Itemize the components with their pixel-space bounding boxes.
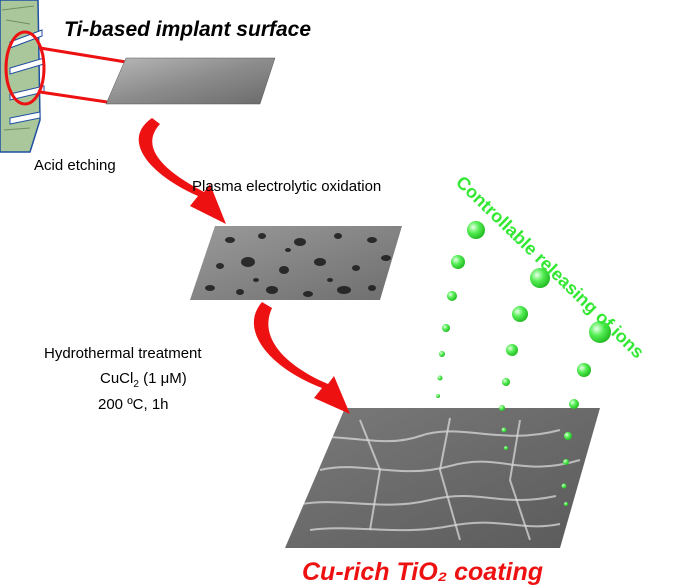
pore: [258, 233, 266, 239]
cu-rich-coating-sem: [285, 408, 600, 548]
ion-sphere: [501, 427, 507, 433]
coating-crack: [319, 459, 581, 473]
ion-sphere: [563, 459, 569, 465]
ion-sphere: [506, 344, 518, 356]
pore: [314, 258, 326, 266]
ion-sphere: [589, 321, 611, 343]
pore: [236, 289, 244, 295]
cucl2-concentration: (1 μM): [138, 370, 187, 387]
pore: [337, 286, 351, 294]
ion-sphere: [569, 399, 579, 409]
result-coating-label: Cu-rich TiO₂ coating: [302, 558, 544, 586]
pore: [334, 233, 342, 239]
ion-sphere: [439, 351, 445, 357]
pore: [225, 237, 235, 243]
cucl2-formula-base: CuCl: [100, 370, 134, 387]
porous-peo-surface-sem: [190, 226, 402, 300]
pore: [279, 266, 289, 274]
pore: [303, 291, 313, 297]
ion-sphere: [564, 502, 568, 506]
step-cucl2-label: CuCl2 (1 μM): [100, 370, 187, 390]
coating-crack: [295, 495, 557, 506]
ion-sphere: [564, 432, 572, 440]
coating-crack: [299, 429, 561, 443]
ion-sphere: [436, 394, 440, 398]
arrow-hydrothermal: [253, 302, 350, 414]
pore: [205, 285, 215, 291]
ion-sphere: [447, 291, 457, 301]
ion-sphere: [504, 446, 508, 450]
step-conditions-label: 200 ºC, 1h: [98, 396, 169, 413]
pore: [241, 257, 255, 267]
step-acid-etching-label: Acid etching: [34, 157, 116, 174]
pore: [368, 285, 376, 291]
zoom-connector-lines: [39, 46, 127, 104]
pore: [266, 286, 278, 294]
pore: [216, 263, 224, 269]
ion-sphere: [512, 306, 528, 322]
step-plasma-label: Plasma electrolytic oxidation: [192, 178, 382, 195]
ion-sphere: [502, 378, 510, 386]
ion-sphere: [577, 363, 591, 377]
pore: [367, 237, 377, 243]
coating-crack: [359, 419, 382, 531]
pore: [253, 278, 259, 282]
pore: [381, 255, 391, 261]
diagram-title: Ti-based implant surface: [64, 18, 312, 41]
coating-crack: [438, 417, 461, 541]
ion-sphere: [499, 405, 505, 411]
pore: [327, 278, 333, 282]
ion-sphere: [451, 255, 465, 269]
ion-sphere: [437, 375, 443, 381]
released-ions: [436, 221, 611, 506]
step-hydrothermal-label: Hydrothermal treatment: [44, 345, 202, 362]
ion-sphere: [467, 221, 485, 239]
ion-sphere: [530, 268, 550, 288]
pore: [352, 265, 360, 271]
zoom-circle: [4, 30, 46, 106]
implant-screw-illustration: [0, 0, 46, 153]
pore: [294, 238, 306, 246]
ion-sphere: [442, 324, 450, 332]
ion-sphere: [561, 483, 567, 489]
cucl2-formula-subscript: 2: [133, 379, 139, 390]
pore: [285, 248, 291, 252]
ti-surface-sem: [105, 57, 276, 105]
arrow-acid-etching: [138, 118, 226, 224]
coating-crack: [508, 419, 531, 541]
